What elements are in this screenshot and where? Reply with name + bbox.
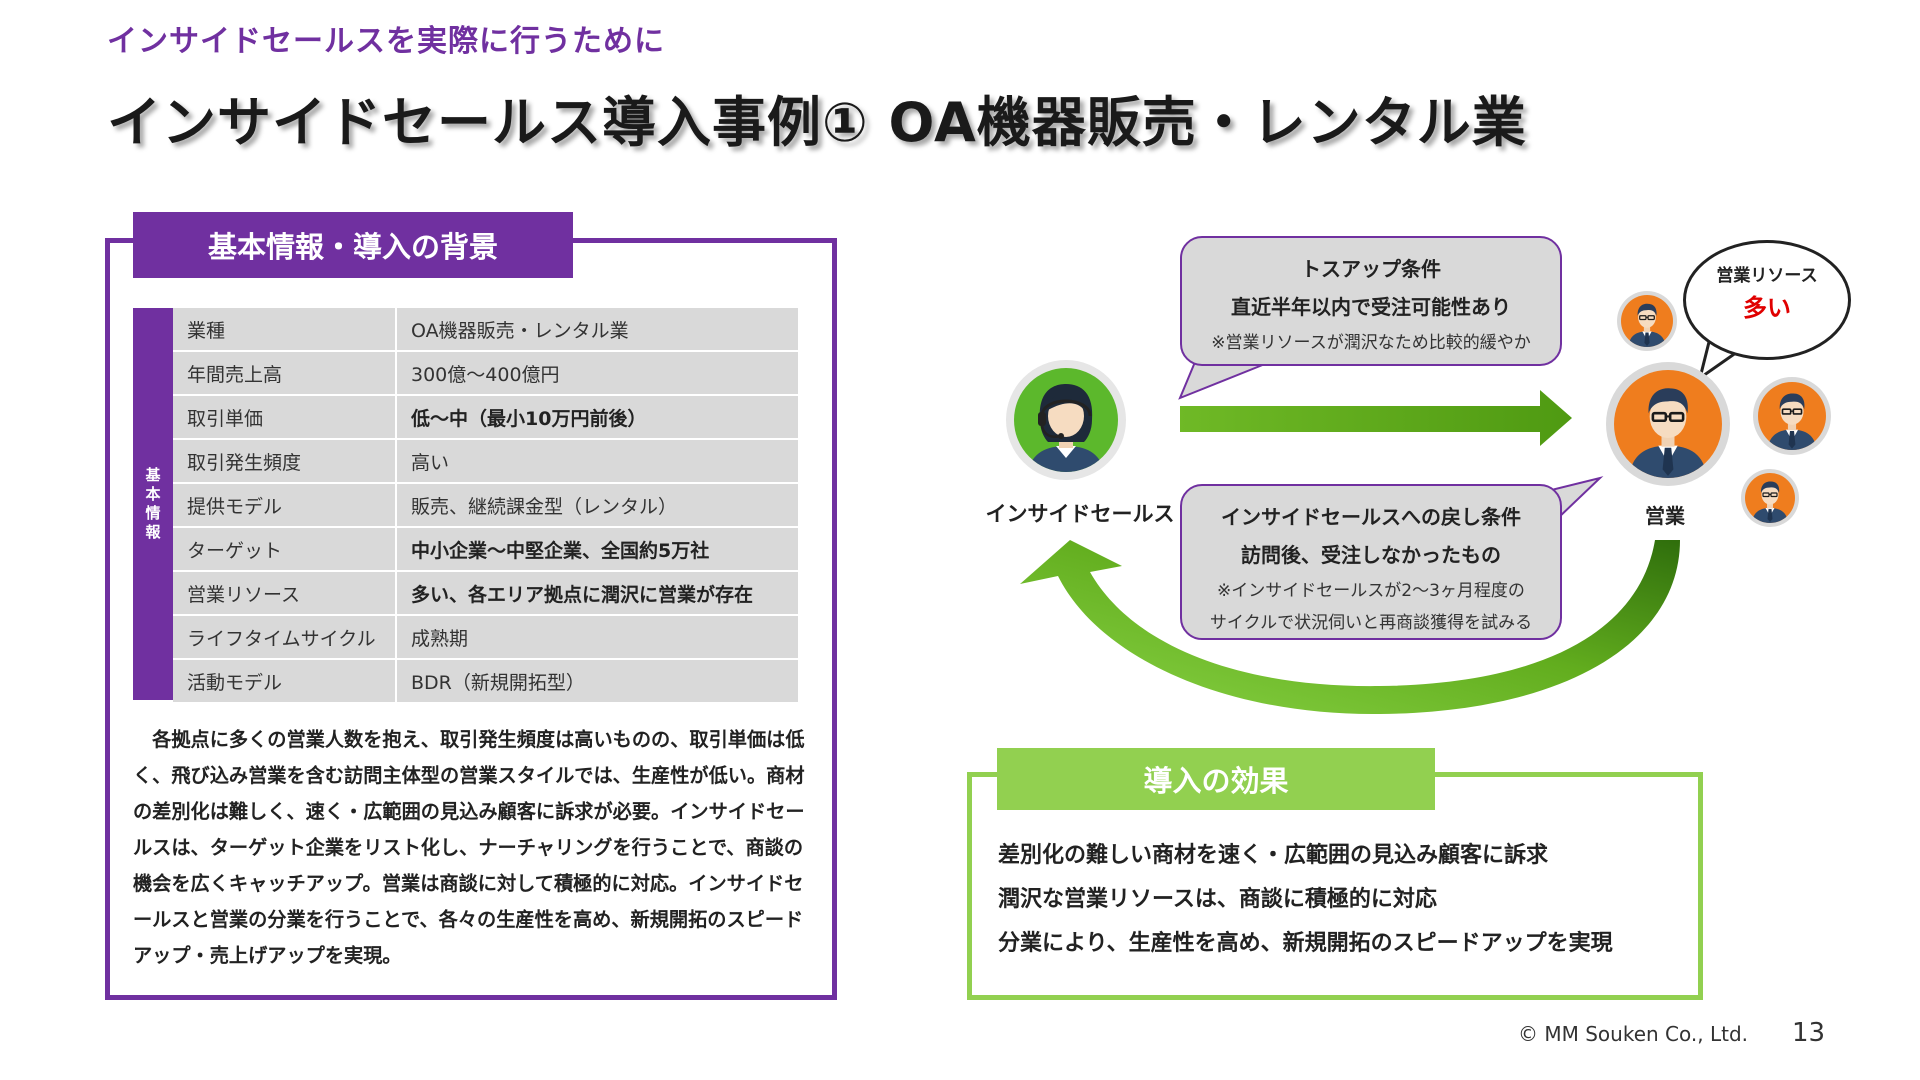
row-label: 取引単価 bbox=[173, 395, 397, 440]
list-item: 分業により、生産性を高め、新規開拓のスピードアップを実現 bbox=[998, 931, 1613, 956]
toss-bubble-tail bbox=[1178, 361, 1271, 400]
row-label: 活動モデル bbox=[173, 659, 397, 704]
list-item: 潤沢な営業リソースは、商談に積極的に対応 bbox=[998, 887, 1437, 912]
return-condition: 訪問後、受注しなかったもの bbox=[1241, 543, 1501, 567]
row-label: 提供モデル bbox=[173, 483, 397, 528]
copyright-notice: © MM Souken Co., Ltd. bbox=[1518, 1022, 1748, 1046]
toss-up-condition-bubble: トスアップ条件 直近半年以内で受注可能性あり ※営業リソースが潤沢なため比較的緩… bbox=[1180, 236, 1562, 366]
row-label: 業種 bbox=[173, 308, 397, 352]
basic-info-side-label: 基 本 情 報 bbox=[133, 308, 173, 700]
headset-operator-icon bbox=[1006, 360, 1126, 480]
return-title: インサイドセールスへの戻し条件 bbox=[1221, 505, 1521, 529]
row-value: 多い、各エリア拠点に潤沢に営業が存在 bbox=[396, 571, 798, 616]
table-row: ライフタイムサイクル成熟期 bbox=[173, 615, 798, 660]
toss-up-condition: 直近半年以内で受注可能性あり bbox=[1231, 295, 1511, 319]
resource-value: 多い bbox=[1743, 294, 1791, 322]
table-row: ターゲット中小企業～中堅企業、全国約5万社 bbox=[173, 527, 798, 572]
sales-resource-bubble: 営業リソース 多い bbox=[1683, 240, 1851, 360]
sales-label: 営業 bbox=[1645, 504, 1685, 528]
row-value: 販売、継続課金型（レンタル） bbox=[396, 483, 798, 528]
inside-sales-label: インサイドセールス bbox=[985, 502, 1175, 526]
side-label-char: 本 bbox=[145, 485, 161, 503]
page-number: 13 bbox=[1792, 1018, 1826, 1048]
row-value: 300億～400億円 bbox=[396, 351, 798, 396]
table-row: 取引単価低～中（最小10万円前後） bbox=[173, 395, 798, 440]
row-label: ターゲット bbox=[173, 527, 397, 572]
salesperson-icon bbox=[1753, 377, 1831, 455]
resource-label: 営業リソース bbox=[1716, 266, 1818, 286]
side-label-char: 報 bbox=[145, 523, 161, 541]
row-label: ライフタイムサイクル bbox=[173, 615, 397, 660]
return-arrow bbox=[1020, 540, 1680, 715]
return-note-line1: ※インサイドセールスが2～3ヶ月程度の bbox=[1217, 581, 1525, 601]
table-row: 営業リソース多い、各エリア拠点に潤沢に営業が存在 bbox=[173, 571, 798, 616]
list-item: 差別化の難しい商材を速く・広範囲の見込み顧客に訴求 bbox=[998, 843, 1549, 868]
row-label: 営業リソース bbox=[173, 571, 397, 616]
background-description: 各拠点に多くの営業人数を抱え、取引発生頻度は高いものの、取引単価は低く、飛び込み… bbox=[133, 728, 805, 967]
toss-up-note: ※営業リソースが潤沢なため比較的緩やか bbox=[1211, 333, 1531, 353]
side-label-char: 情 bbox=[145, 504, 161, 522]
toss-up-arrow bbox=[1180, 390, 1572, 446]
page-title: インサイドセールス導入事例① OA機器販売・レンタル業 bbox=[107, 91, 1527, 154]
basic-info-heading: 基本情報・導入の背景 bbox=[133, 212, 573, 278]
salesperson-icon bbox=[1741, 469, 1799, 527]
row-value: 高い bbox=[396, 439, 798, 484]
effects-heading: 導入の効果 bbox=[997, 748, 1435, 810]
row-value: OA機器販売・レンタル業 bbox=[396, 308, 798, 352]
side-label-char: 基 bbox=[145, 466, 161, 484]
table-row: 取引発生頻度高い bbox=[173, 439, 798, 484]
row-value: BDR（新規開拓型） bbox=[396, 659, 798, 704]
row-value: 中小企業～中堅企業、全国約5万社 bbox=[396, 527, 798, 572]
salesperson-icon bbox=[1606, 362, 1730, 486]
row-label: 取引発生頻度 bbox=[173, 439, 397, 484]
row-label: 年間売上高 bbox=[173, 351, 397, 396]
row-value: 低～中（最小10万円前後） bbox=[396, 395, 798, 440]
toss-up-title: トスアップ条件 bbox=[1301, 257, 1441, 281]
return-condition-bubble: インサイドセールスへの戻し条件 訪問後、受注しなかったもの ※インサイドセールス… bbox=[1180, 484, 1562, 640]
salesperson-icon bbox=[1617, 291, 1677, 351]
page-subtitle: インサイドセールスを実際に行うために bbox=[107, 24, 665, 59]
effects-list: 差別化の難しい商材を速く・広範囲の見込み顧客に訴求 潤沢な営業リソースは、商談に… bbox=[998, 834, 1613, 966]
return-note-line2: サイクルで状況伺いと再商談獲得を試みる bbox=[1209, 613, 1533, 633]
table-row: 提供モデル販売、継続課金型（レンタル） bbox=[173, 483, 798, 528]
row-value: 成熟期 bbox=[396, 615, 798, 660]
